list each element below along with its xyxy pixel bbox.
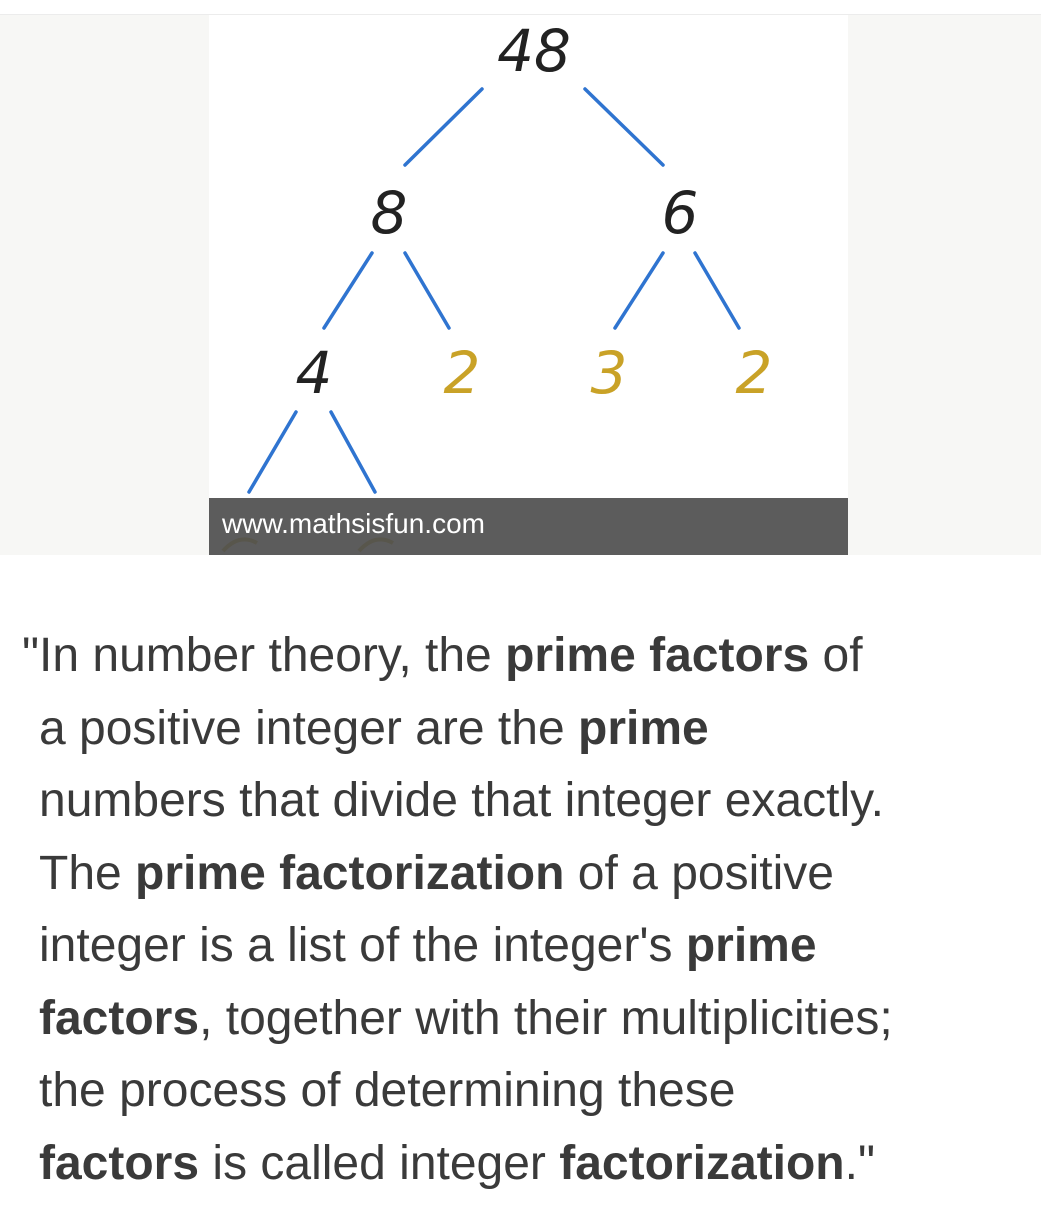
quote-line: the process of determining these: [22, 1055, 1032, 1128]
quote-text: a positive integer are the: [39, 701, 578, 755]
node-8: 8: [371, 179, 408, 247]
branch-48-8: [403, 87, 484, 167]
node-2-prime: 2: [444, 339, 481, 407]
bold-term: prime: [578, 701, 709, 755]
quote-line: integer is a list of the integer's prime: [22, 910, 1032, 983]
branch-4-left: [247, 410, 298, 494]
quote-text: "In number theory, the: [22, 629, 506, 682]
bold-term: prime factorization: [135, 846, 565, 900]
factor-tree-svg: 48 8 6 4 2 3 2: [221, 17, 773, 553]
quote-text: integer is a list of the integer's: [39, 919, 686, 972]
quote-text: of a positive: [564, 846, 834, 900]
node-4: 4: [296, 339, 333, 407]
branch-48-6: [583, 87, 665, 167]
image-source-caption[interactable]: www.mathsisfun.com: [209, 498, 848, 555]
quote-text: of: [809, 629, 863, 682]
quote-text: , together with their multiplicities;: [199, 991, 893, 1045]
node-48: 48: [497, 17, 571, 85]
branch-6-2: [693, 251, 741, 330]
quote-text: is called integer: [199, 1136, 560, 1190]
quote-text: The: [39, 846, 136, 900]
quote-line: factors, together with their multiplicit…: [22, 983, 1032, 1056]
branch-8-4: [322, 251, 374, 330]
bold-term: factors: [39, 1136, 200, 1190]
quote-text: numbers that divide that integer exactly…: [39, 774, 884, 827]
node-6: 6: [662, 179, 699, 247]
factor-tree-image[interactable]: 48 8 6 4 2 3 2: [209, 15, 848, 555]
bold-term: prime: [685, 919, 817, 972]
node-2-prime-second: 2: [736, 339, 773, 407]
quote-line: factors is called integer factorization.…: [22, 1128, 1032, 1201]
quote-text: .": [844, 1136, 875, 1190]
quote-line: a positive integer are the prime: [22, 693, 1032, 766]
bold-term: factorization: [559, 1136, 845, 1190]
quote-line: numbers that divide that integer exactly…: [22, 765, 1032, 838]
quote-text: the process of determining these: [39, 1064, 736, 1117]
top-strip: [0, 0, 1041, 15]
bold-term: factors: [39, 991, 200, 1045]
image-panel[interactable]: 48 8 6 4 2 3 2 www.mathsisfun.com: [0, 15, 1041, 555]
quote-line: The prime factorization of a positive: [22, 838, 1032, 911]
node-3-prime: 3: [591, 339, 628, 407]
branch-4-right: [329, 410, 377, 494]
quote-line: "In number theory, the prime factors of: [22, 620, 1032, 693]
bold-term: prime factors: [505, 629, 810, 682]
branch-6-3: [613, 251, 665, 330]
branch-8-2: [403, 251, 451, 330]
